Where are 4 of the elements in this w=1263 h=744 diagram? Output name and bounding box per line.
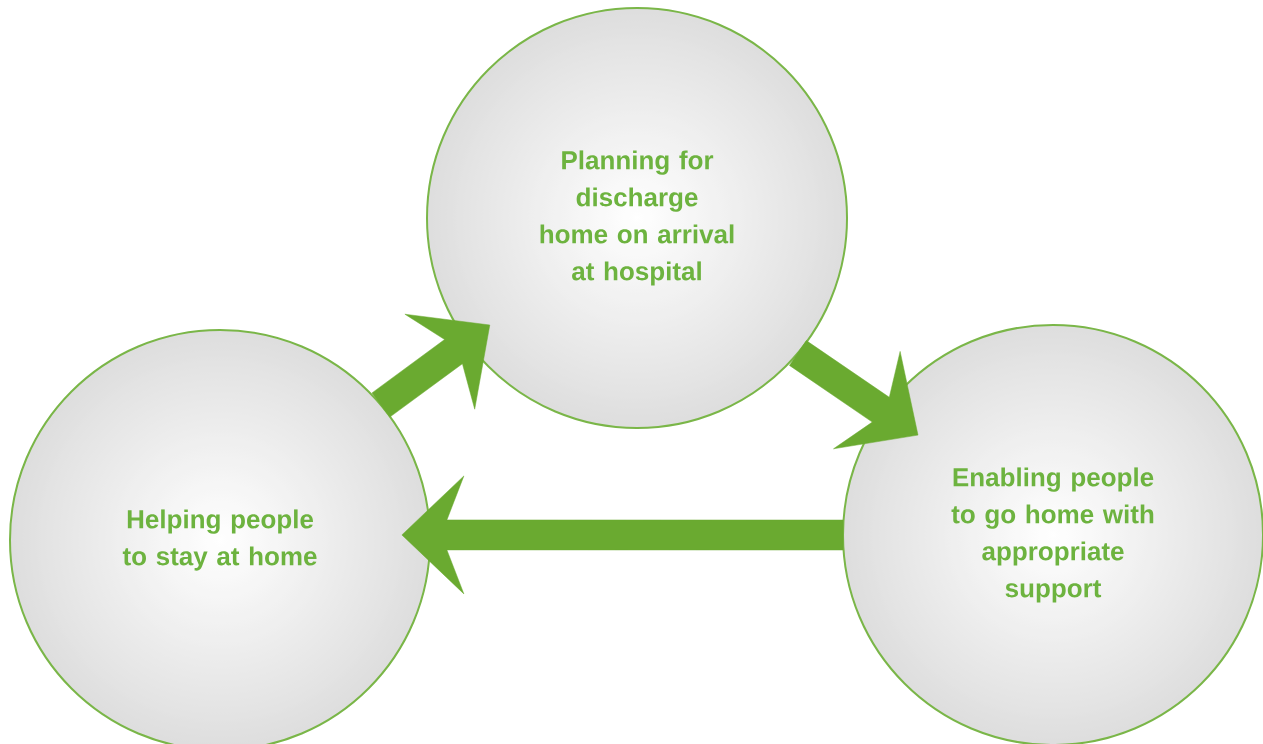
arrow: [371, 313, 491, 418]
arrow: [401, 475, 844, 595]
arrow: [789, 340, 919, 450]
circle-node: Planning for discharge home on arrival at hospital: [426, 7, 848, 429]
